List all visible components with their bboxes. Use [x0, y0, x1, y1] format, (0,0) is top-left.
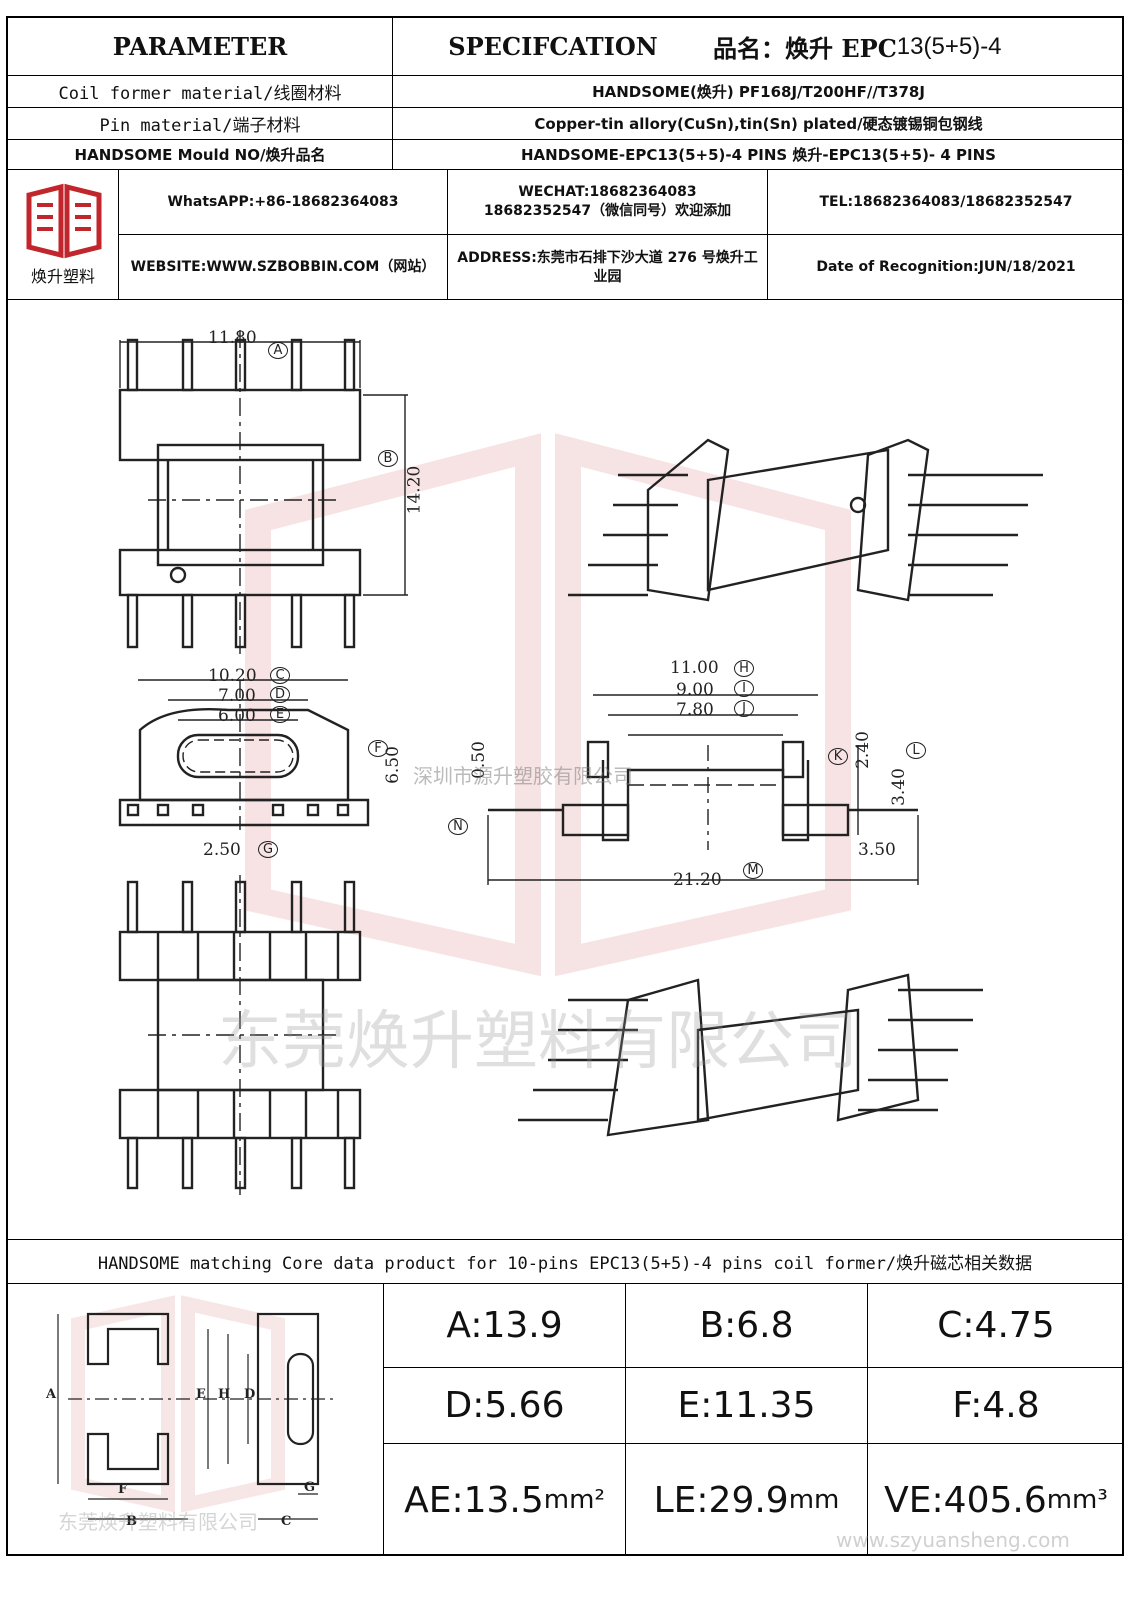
whatsapp-cell: WhatsAPP:+86-18682364083: [119, 170, 448, 235]
param-value: HANDSOME-EPC13(5+5)-4 PINS 焕升-EPC13(5+5)…: [521, 146, 996, 164]
date-cell: Date of Recognition:JUN/18/2021: [768, 235, 1124, 300]
specification-heading: SPECIFCATION: [448, 32, 658, 61]
front-view: [118, 330, 408, 660]
core-value-LE-unit: mm: [788, 1485, 840, 1515]
isometric-top: [568, 438, 1043, 602]
wechat-line2: 18682352547（微信同号）欢迎添加: [483, 203, 732, 219]
tel-cell: TEL:18682364083/18682352547: [768, 170, 1124, 235]
core-value-A: A:13.9: [384, 1284, 626, 1368]
core-diagram-svg: [57, 1295, 338, 1520]
core-value-F: F:4.8: [868, 1368, 1124, 1444]
recognition-date: Date of Recognition:JUN/18/2021: [816, 259, 1076, 276]
param-label: HANDSOME Mould NO/焕升品名: [8, 140, 393, 169]
top-pins: [126, 338, 356, 392]
bottom-pins: [126, 593, 356, 649]
core-value-B: B:6.8: [626, 1284, 868, 1368]
core-data: A B C D E F G H 东莞焕升塑料有限公司 A:13.9 B:6.8 …: [8, 1284, 1124, 1556]
address-cell: ADDRESS:东莞市石排下沙大道 276 号焕升工业园: [448, 235, 768, 300]
core-data-title: HANDSOME matching Core data product for …: [8, 1240, 1122, 1284]
drawing-svg: [118, 330, 1043, 1195]
side-view: [118, 679, 370, 830]
core-value-VE-unit: mm³: [1046, 1485, 1108, 1515]
product-label: 品名：焕升 EPC: [713, 34, 897, 63]
wechat-line1: WECHAT:18682364083: [518, 184, 697, 201]
website-cell: WEBSITE:WWW.SZBOBBIN.COM（网站）: [119, 235, 448, 300]
core-value-D: D:5.66: [384, 1368, 626, 1444]
core-value-LE-number: LE:29.9: [653, 1479, 789, 1521]
core-value-C: C:4.75: [868, 1284, 1124, 1368]
parameter-heading: PARAMETER: [8, 18, 393, 75]
top-view: [118, 875, 362, 1195]
param-row-pin: Pin material/端子材料 Copper-tin allory(CuSn…: [8, 108, 1122, 140]
isometric-bottom: [518, 973, 983, 1137]
product-model: 13(5+5)-4: [896, 32, 1002, 60]
core-value-AE-unit: mm²: [543, 1485, 605, 1515]
param-row-mould: HANDSOME Mould NO/焕升品名 HANDSOME-EPC13(5+…: [8, 140, 1122, 170]
company-info: 焕升塑料 WhatsAPP:+86-18682364083 WECHAT:186…: [8, 170, 1124, 300]
param-row-coil: Coil former material/线圈材料 HANDSOME(焕升) P…: [8, 76, 1122, 108]
logo-block: 焕升塑料: [8, 170, 119, 299]
technical-drawing: 11.80 A 14.20 B 10.20 C 7.00 D 6.00 E 6.…: [8, 300, 1122, 1240]
wechat-cell: WECHAT:18682364083 18682352547（微信同号）欢迎添加: [448, 170, 768, 235]
section-view: [487, 694, 919, 885]
core-diagram: A B C D E F G H 东莞焕升塑料有限公司: [8, 1284, 384, 1556]
tel: TEL:18682364083/18682352547: [819, 193, 1073, 210]
watermark-logo: [245, 433, 851, 977]
param-value: HANDSOME(焕升) PF168J/T200HF//T378J: [592, 83, 925, 101]
website: WEBSITE:WWW.SZBOBBIN.COM（网站）: [130, 259, 436, 276]
param-value: Copper-tin allory(CuSn),tin(Sn) plated/硬…: [534, 115, 983, 133]
param-label: Pin material/端子材料: [8, 108, 393, 139]
core-values-grid: A:13.9 B:6.8 C:4.75 D:5.66 E:11.35 F:4.8…: [384, 1284, 1124, 1556]
core-value-AE-number: AE:13.5: [404, 1479, 544, 1521]
logo-caption: 焕升塑料: [30, 266, 95, 286]
address: ADDRESS:东莞市石排下沙大道 276 号焕升工业园: [457, 249, 758, 285]
company-logo-icon: [26, 183, 102, 258]
core-value-VE-number: VE:405.6: [884, 1479, 1047, 1521]
core-value-E: E:11.35: [626, 1368, 868, 1444]
param-label: Coil former material/线圈材料: [8, 76, 393, 107]
whatsapp: WhatsAPP:+86-18682364083: [167, 193, 399, 210]
